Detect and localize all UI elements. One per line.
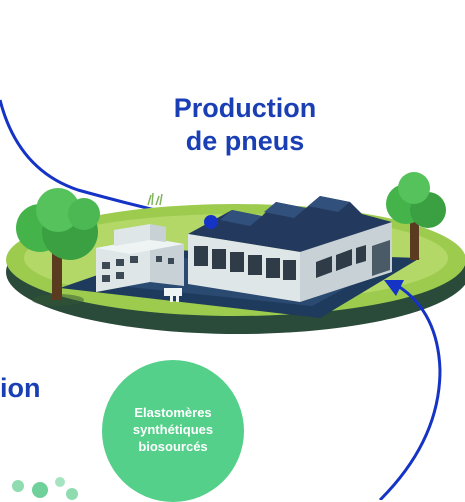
arrow-head-icon — [384, 280, 404, 296]
office-building-icon — [96, 224, 184, 302]
title-line-2: de pneus — [185, 126, 305, 156]
page-title: Production de pneus — [150, 92, 340, 158]
factory-roof — [188, 196, 392, 252]
grass-tufts — [147, 192, 163, 206]
left-cropped-label: ion — [0, 373, 41, 403]
connector-line-out — [378, 284, 442, 500]
bubble-line-1: Elastomères — [134, 405, 212, 420]
bubble-label: Elastomères synthétiques biosourcés — [104, 404, 242, 455]
bubble-line-2: synthétiques — [132, 422, 214, 437]
tree-icon — [386, 172, 446, 260]
material-bubble — [102, 360, 244, 502]
connector-dot-icon — [204, 215, 218, 229]
title-line-1: Production — [173, 93, 317, 123]
decorative-leaves — [12, 477, 78, 500]
tree-icon — [16, 188, 100, 306]
bubble-line-3: biosourcés — [138, 439, 208, 454]
factory-illustration — [188, 196, 392, 302]
